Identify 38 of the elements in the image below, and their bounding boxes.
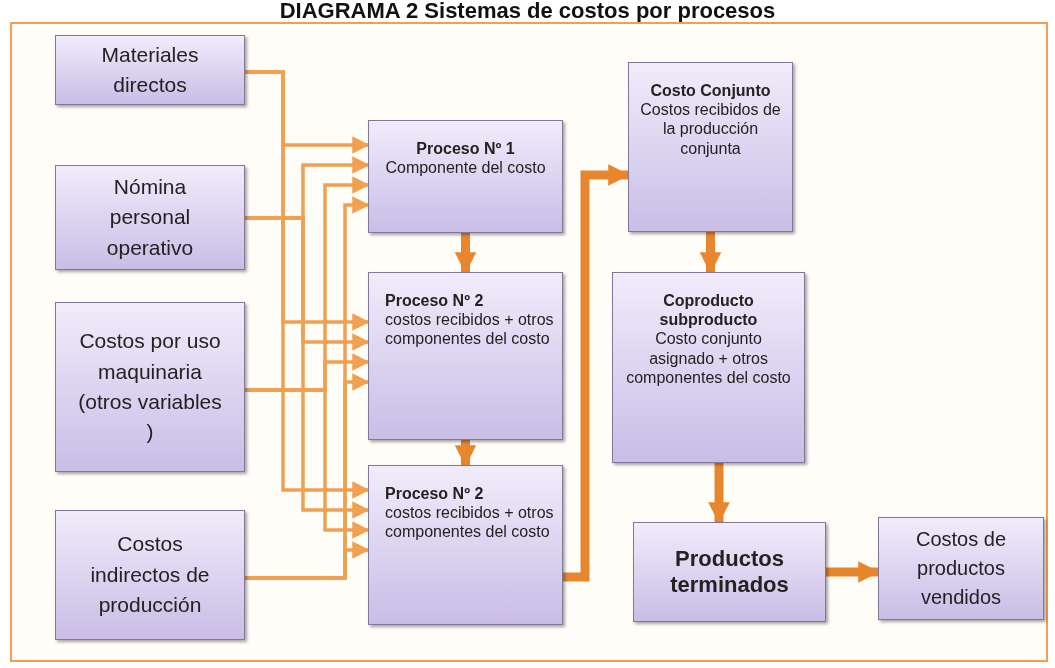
box-text: costos recibidos + otros componentes del costo	[384, 503, 554, 542]
process-box	[368, 272, 563, 440]
arrow	[454, 440, 477, 467]
arrow	[454, 233, 477, 274]
process-box	[368, 120, 563, 233]
box-text: Costos recibidos de la producción conjunta	[639, 100, 782, 158]
cost-box	[55, 35, 245, 105]
box-text: Componente del costo	[385, 158, 546, 178]
cost-box	[633, 522, 826, 622]
process-box	[628, 62, 793, 232]
arrow	[245, 388, 370, 539]
box-heading: Costo Conjunto	[650, 81, 771, 101]
arrow	[708, 463, 730, 524]
box-text: Nómina personal operativo	[105, 173, 195, 261]
box-text: Productos terminados	[669, 545, 790, 599]
cost-box	[55, 510, 245, 640]
box-heading: Proceso Nº 2	[384, 484, 485, 504]
arrow	[245, 70, 370, 499]
box-text: Costos de productos vendidos	[914, 527, 1008, 610]
box-heading: Proceso Nº 1	[416, 139, 515, 159]
arrow	[245, 216, 370, 519]
box-text: Costo conjunto asignado + otros componentes del costo	[625, 329, 792, 387]
cost-box	[55, 302, 245, 472]
box-text: Materiales directos	[100, 41, 200, 98]
arrow	[699, 232, 722, 274]
box-text: Costos indirectos de producción	[89, 531, 211, 619]
cost-box	[55, 165, 245, 270]
box-text: costos recibidos + otros componentes del costo	[384, 310, 554, 349]
box-heading: Proceso Nº 2	[384, 291, 485, 311]
arrow	[245, 541, 370, 580]
arrow	[826, 561, 880, 583]
process-box	[368, 465, 563, 625]
box-text: Costos por uso maquinaria (otros variables )	[77, 328, 223, 446]
process-box	[612, 272, 805, 463]
box-heading: Coproducto subproducto	[658, 291, 759, 330]
arrow	[563, 164, 630, 582]
cost-box	[878, 517, 1044, 620]
diagram-title: DIAGRAMA 2 Sistemas de costos por procesos	[278, 0, 777, 22]
